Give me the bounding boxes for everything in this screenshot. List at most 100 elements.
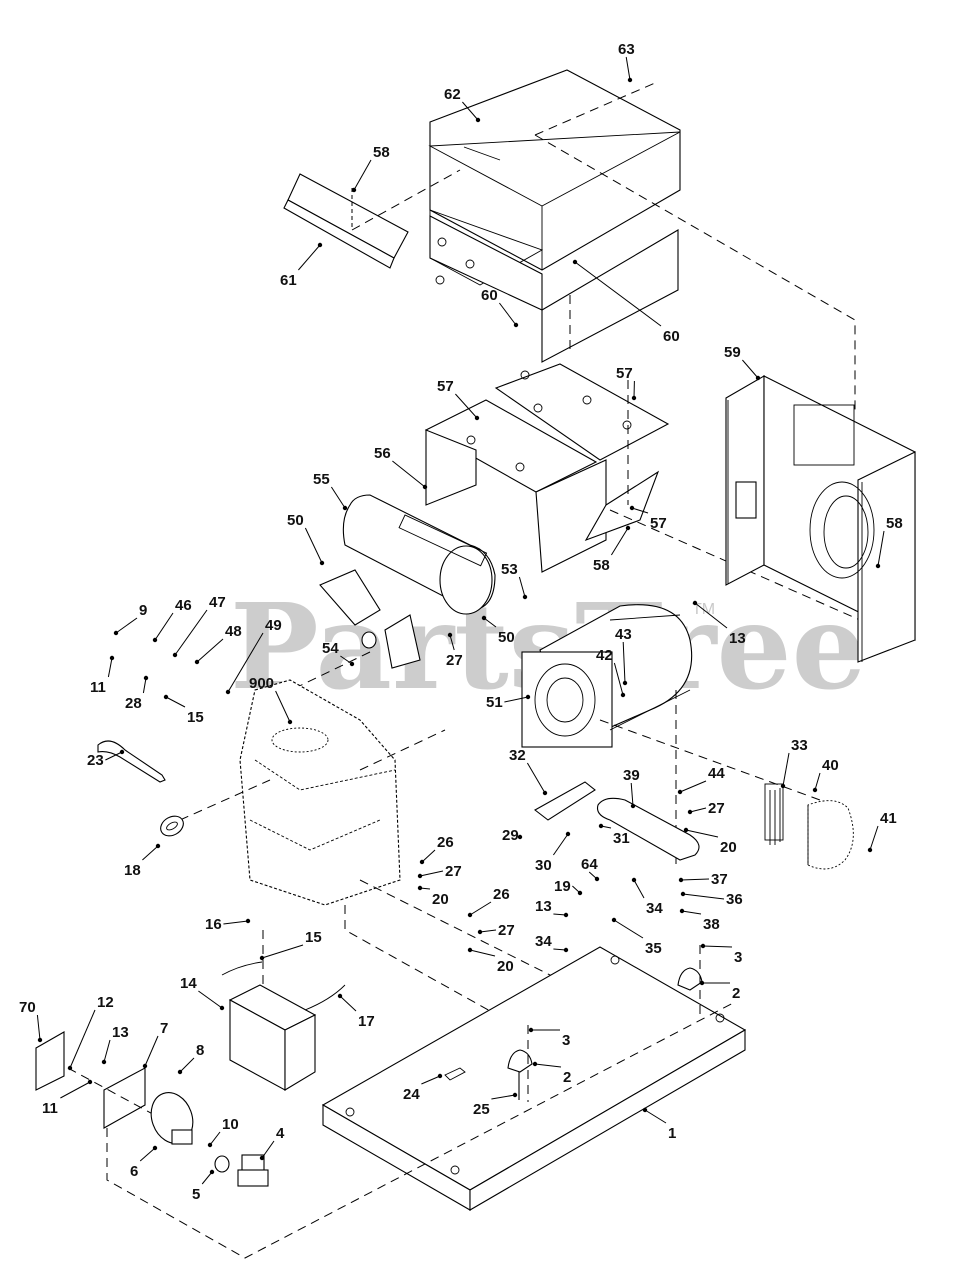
callout-18[interactable]: 18 — [124, 862, 141, 879]
callout-63[interactable]: 63 — [618, 41, 635, 58]
callout-60[interactable]: 60 — [663, 328, 680, 345]
callout-39[interactable]: 39 — [623, 767, 640, 784]
callout-49[interactable]: 49 — [265, 617, 282, 634]
callout-64[interactable]: 64 — [581, 856, 598, 873]
callout-8[interactable]: 8 — [196, 1042, 204, 1059]
callout-15[interactable]: 15 — [305, 929, 322, 946]
callout-51[interactable]: 51 — [486, 694, 503, 711]
callout-59[interactable]: 59 — [724, 344, 741, 361]
callout-37[interactable]: 37 — [711, 871, 728, 888]
callout-62[interactable]: 62 — [444, 86, 461, 103]
callout-10[interactable]: 10 — [222, 1116, 239, 1133]
part-top-cover-62[interactable] — [428, 69, 856, 410]
callout-29[interactable]: 29 — [502, 827, 519, 844]
callout-7[interactable]: 7 — [160, 1020, 168, 1037]
callout-32[interactable]: 32 — [509, 747, 526, 764]
callout-14[interactable]: 14 — [180, 975, 197, 992]
callout-12[interactable]: 12 — [97, 994, 114, 1011]
callout-25[interactable]: 25 — [473, 1101, 490, 1118]
callout-11[interactable]: 11 — [90, 679, 106, 696]
callout-33[interactable]: 33 — [791, 737, 808, 754]
callout-34[interactable]: 34 — [535, 933, 552, 950]
callout-40[interactable]: 40 — [822, 757, 839, 774]
callout-35[interactable]: 35 — [645, 940, 662, 957]
callout-53[interactable]: 53 — [501, 561, 518, 578]
callout-4[interactable]: 4 — [276, 1125, 285, 1142]
part-base-frame-1[interactable] — [321, 946, 747, 1211]
callout-57[interactable]: 57 — [650, 515, 667, 532]
callout-54[interactable]: 54 — [322, 640, 339, 657]
callout-30[interactable]: 30 — [535, 857, 552, 874]
callout-61[interactable]: 61 — [280, 272, 297, 289]
callout-47[interactable]: 47 — [209, 594, 226, 611]
callout-44[interactable]: 44 — [708, 765, 725, 782]
part-muffler-box-56[interactable] — [424, 363, 861, 621]
callout-16[interactable]: 16 — [205, 916, 222, 933]
callout-50[interactable]: 50 — [498, 629, 515, 646]
callout-27[interactable]: 27 — [445, 863, 462, 880]
callout-58[interactable]: 58 — [593, 557, 610, 574]
callout-70[interactable]: 70 — [19, 999, 36, 1016]
callout-19[interactable]: 19 — [554, 878, 571, 895]
callout-24[interactable]: 24 — [403, 1086, 420, 1103]
part-side-panel-60[interactable] — [429, 215, 679, 363]
callout-50[interactable]: 50 — [287, 512, 304, 529]
part-enclosure-frame-59[interactable] — [725, 375, 916, 663]
part-grommet-18[interactable] — [157, 812, 187, 840]
part-exhaust-cover-61[interactable] — [283, 169, 461, 269]
callout-26[interactable]: 26 — [493, 886, 510, 903]
callout-58[interactable]: 58 — [373, 144, 390, 161]
callout-17[interactable]: 17 — [358, 1013, 375, 1030]
callout-13[interactable]: 13 — [729, 630, 746, 647]
callout-20[interactable]: 20 — [720, 839, 737, 856]
callout-20[interactable]: 20 — [432, 891, 449, 908]
callout-11[interactable]: 11 — [42, 1100, 58, 1117]
callout-34[interactable]: 34 — [646, 900, 663, 917]
callout-28[interactable]: 28 — [125, 695, 142, 712]
callout-3[interactable]: 3 — [562, 1032, 570, 1049]
part-fuel-regulator-6[interactable] — [144, 1087, 199, 1150]
part-fitting-5[interactable] — [214, 1155, 230, 1173]
part-vibration-mount-2b[interactable] — [507, 1025, 533, 1102]
part-label-70[interactable] — [35, 1031, 65, 1091]
part-hose-23[interactable] — [97, 740, 166, 783]
part-bracket-7[interactable] — [67, 1001, 736, 1259]
callout-27[interactable]: 27 — [446, 652, 463, 669]
callout-3[interactable]: 3 — [734, 949, 742, 966]
part-fan-shroud-40[interactable] — [807, 800, 854, 870]
callout-27[interactable]: 27 — [708, 800, 725, 817]
callout-58[interactable]: 58 — [886, 515, 903, 532]
callout-46[interactable]: 46 — [175, 597, 192, 614]
callout-55[interactable]: 55 — [313, 471, 330, 488]
part-engine-bracket-32[interactable] — [534, 781, 596, 821]
callout-6[interactable]: 6 — [130, 1163, 138, 1180]
callout-2[interactable]: 2 — [563, 1069, 571, 1086]
callout-27[interactable]: 27 — [498, 922, 515, 939]
callout-56[interactable]: 56 — [374, 445, 391, 462]
callout-43[interactable]: 43 — [615, 626, 632, 643]
callout-900[interactable]: 900 — [249, 675, 274, 692]
part-fuel-solenoid-4[interactable] — [237, 1154, 269, 1187]
callout-15[interactable]: 15 — [187, 709, 204, 726]
callout-36[interactable]: 36 — [726, 891, 743, 908]
callout-13[interactable]: 13 — [535, 898, 552, 915]
callout-13[interactable]: 13 — [112, 1024, 129, 1041]
callout-41[interactable]: 41 — [880, 810, 897, 827]
part-battery-14[interactable] — [221, 930, 346, 1091]
callout-57[interactable]: 57 — [437, 378, 454, 395]
callout-31[interactable]: 31 — [613, 830, 630, 847]
callout-38[interactable]: 38 — [703, 916, 720, 933]
callout-48[interactable]: 48 — [225, 623, 242, 640]
callout-60[interactable]: 60 — [481, 287, 498, 304]
callout-20[interactable]: 20 — [497, 958, 514, 975]
callout-1[interactable]: 1 — [668, 1125, 676, 1142]
part-alternator-mount-39[interactable] — [596, 797, 700, 861]
callout-42[interactable]: 42 — [596, 647, 613, 664]
callout-26[interactable]: 26 — [437, 834, 454, 851]
callout-23[interactable]: 23 — [87, 752, 104, 769]
part-muffler-55[interactable] — [259, 494, 496, 706]
callout-2[interactable]: 2 — [732, 985, 740, 1002]
callout-9[interactable]: 9 — [139, 602, 147, 619]
callout-5[interactable]: 5 — [192, 1186, 200, 1203]
part-intake-screen-33[interactable] — [764, 783, 784, 845]
